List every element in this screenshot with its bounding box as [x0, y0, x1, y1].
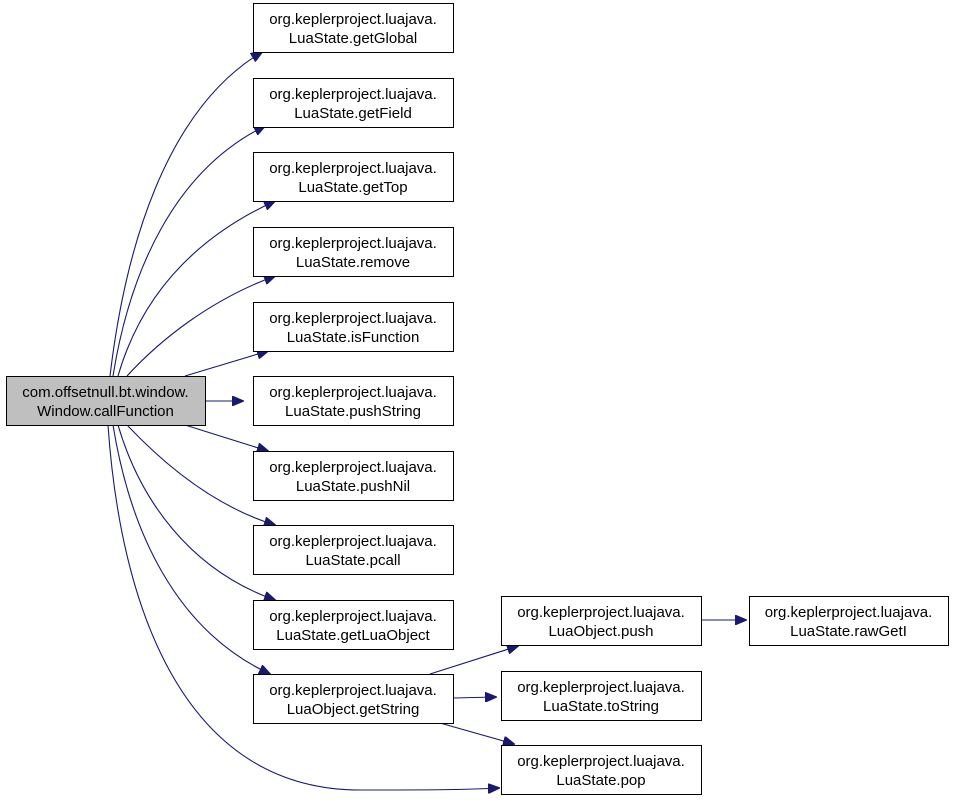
- node-box: [501, 745, 702, 795]
- node-remove[interactable]: org.keplerproject.luajava. LuaState.remov…: [253, 227, 454, 277]
- edge-root-to-getString: [112, 424, 270, 674]
- node-pop[interactable]: org.keplerproject.luajava. LuaState.pop: [501, 745, 702, 795]
- node-label-line: org.keplerproject.luajava.: [269, 682, 437, 699]
- node-box: [253, 674, 454, 724]
- node-label-line: com.offsetnull.bt.window.: [22, 384, 188, 401]
- edge-root-to-pcall: [126, 424, 275, 525]
- node-box: [253, 376, 454, 426]
- node-label-line: LuaState.pcall: [305, 552, 400, 569]
- edge-root-to-getTop: [117, 201, 275, 377]
- node-label-line: LuaState.rawGetI: [790, 623, 907, 640]
- node-label-line: LuaObject.getString: [287, 701, 420, 718]
- edge-root-to-pop: [107, 424, 499, 790]
- node-label-line: org.keplerproject.luajava.: [269, 11, 437, 28]
- edge-root-to-getGlobal: [109, 52, 262, 377]
- nodes-layer: com.offsetnull.bt.window. Window.callFunc…: [6, 3, 949, 795]
- node-box: [253, 600, 454, 650]
- node-getLuaObject[interactable]: org.keplerproject.luajava. LuaState.getLu…: [253, 600, 454, 650]
- node-label-line: org.keplerproject.luajava.: [269, 235, 437, 252]
- edge-getString-to-toString: [452, 697, 496, 698]
- edge-root-to-getField: [112, 126, 265, 377]
- node-label-line: org.keplerproject.luajava.: [517, 753, 685, 770]
- node-push[interactable]: org.keplerproject.luajava. LuaObject.push: [501, 596, 702, 646]
- node-box: [6, 376, 206, 426]
- node-box: [253, 451, 454, 501]
- node-pcall[interactable]: org.keplerproject.luajava. LuaState.pcall: [253, 525, 454, 575]
- node-label-line: org.keplerproject.luajava.: [269, 533, 437, 550]
- node-label-line: org.keplerproject.luajava.: [269, 86, 437, 103]
- node-toString[interactable]: org.keplerproject.luajava. LuaState.toStr…: [501, 671, 702, 721]
- node-label-line: Window.callFunction: [37, 403, 174, 420]
- node-label-line: org.keplerproject.luajava.: [765, 604, 933, 621]
- node-box: [253, 78, 454, 128]
- edge-root-to-remove: [126, 276, 275, 377]
- node-label-line: LuaObject.push: [548, 623, 653, 640]
- node-label-line: LuaState.pushString: [285, 403, 421, 420]
- node-label-line: org.keplerproject.luajava.: [269, 608, 437, 625]
- node-label-line: LuaState.pushNil: [296, 478, 410, 495]
- node-getTop[interactable]: org.keplerproject.luajava. LuaState.getTo…: [253, 152, 454, 202]
- edge-getString-to-push: [429, 646, 518, 675]
- node-box: [253, 3, 454, 53]
- node-label-line: org.keplerproject.luajava.: [269, 459, 437, 476]
- node-box: [501, 596, 702, 646]
- node-box: [749, 596, 949, 646]
- edge-getString-to-pop: [439, 722, 514, 744]
- node-root[interactable]: com.offsetnull.bt.window. Window.callFunc…: [6, 376, 206, 426]
- node-label-line: org.keplerproject.luajava.: [517, 604, 685, 621]
- node-label-line: org.keplerproject.luajava.: [269, 384, 437, 401]
- node-getString[interactable]: org.keplerproject.luajava. LuaObject.getS…: [253, 674, 454, 724]
- node-isFunction[interactable]: org.keplerproject.luajava. LuaState.isFun…: [253, 302, 454, 352]
- node-label-line: LuaState.isFunction: [287, 329, 420, 346]
- node-box: [253, 525, 454, 575]
- node-label-line: LuaState.toString: [543, 698, 659, 715]
- edge-root-to-getLuaObject: [117, 424, 275, 600]
- node-label-line: LuaState.remove: [296, 254, 410, 271]
- node-label-line: LuaState.getField: [294, 105, 412, 122]
- node-rawGetI[interactable]: org.keplerproject.luajava. LuaState.rawGe…: [749, 596, 949, 646]
- node-getField[interactable]: org.keplerproject.luajava. LuaState.getFi…: [253, 78, 454, 128]
- node-box: [253, 152, 454, 202]
- node-pushNil[interactable]: org.keplerproject.luajava. LuaState.pushN…: [253, 451, 454, 501]
- node-label-line: LuaState.getGlobal: [289, 30, 417, 47]
- node-getGlobal[interactable]: org.keplerproject.luajava. LuaState.getGl…: [253, 3, 454, 53]
- node-label-line: org.keplerproject.luajava.: [269, 160, 437, 177]
- node-label-line: LuaState.getTop: [298, 179, 407, 196]
- edge-root-to-pushNil: [184, 424, 268, 451]
- node-box: [501, 671, 702, 721]
- node-label-line: LuaState.getLuaObject: [276, 627, 430, 644]
- node-box: [253, 302, 454, 352]
- node-box: [253, 227, 454, 277]
- node-label-line: LuaState.pop: [556, 772, 645, 789]
- edge-root-to-isFunction: [184, 351, 268, 377]
- node-label-line: org.keplerproject.luajava.: [269, 310, 437, 327]
- edges-layer: [107, 52, 746, 790]
- node-pushString[interactable]: org.keplerproject.luajava. LuaState.pushS…: [253, 376, 454, 426]
- node-label-line: org.keplerproject.luajava.: [517, 679, 685, 696]
